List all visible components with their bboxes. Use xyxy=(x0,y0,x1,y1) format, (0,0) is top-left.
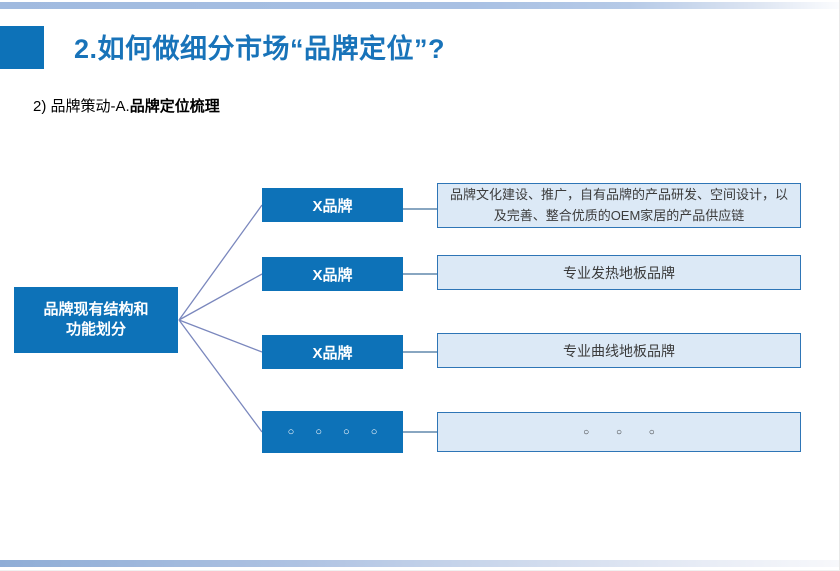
subtitle-bold-part: 品牌定位梳理 xyxy=(129,98,220,115)
connector-root-row4 xyxy=(178,319,263,433)
subtitle-prefix: 2) 品牌策动-A. xyxy=(33,98,130,115)
brand-node-3: X品牌 xyxy=(262,335,403,369)
title-accent-block xyxy=(0,26,44,69)
brand-node-ellipsis: ○ ○ ○ ○ xyxy=(262,411,403,453)
connector-root-row3 xyxy=(178,319,263,353)
brand-node-2: X品牌 xyxy=(262,257,403,291)
brand-description-1: 品牌文化建设、推广，自有品牌的产品研发、空间设计，以及完善、整合优质的OEM家居… xyxy=(437,183,801,228)
slide-subtitle: 2) 品牌策动-A.品牌定位梳理 xyxy=(33,95,220,116)
brand-description-ellipsis: ○ ○ ○ xyxy=(437,412,801,452)
brand-node-1: X品牌 xyxy=(262,188,403,222)
fan-connector-lines xyxy=(178,204,263,433)
root-label-line1: 品牌现有结构和 xyxy=(43,300,149,318)
connector-root-row2 xyxy=(178,273,263,321)
connector-root-row1 xyxy=(178,204,263,321)
horizontal-connector-lines xyxy=(403,208,437,433)
brand-description-2: 专业发热地板品牌 xyxy=(437,255,801,290)
brand-description-3: 专业曲线地板品牌 xyxy=(437,333,801,368)
top-decoration-bar xyxy=(0,2,839,9)
root-node-brand-structure: 品牌现有结构和 功能划分 xyxy=(14,287,178,353)
slide-title: 2.如何做细分市场“品牌定位”? xyxy=(74,34,446,64)
bottom-decoration-bar xyxy=(0,560,839,567)
root-label-line2: 功能划分 xyxy=(65,321,126,338)
